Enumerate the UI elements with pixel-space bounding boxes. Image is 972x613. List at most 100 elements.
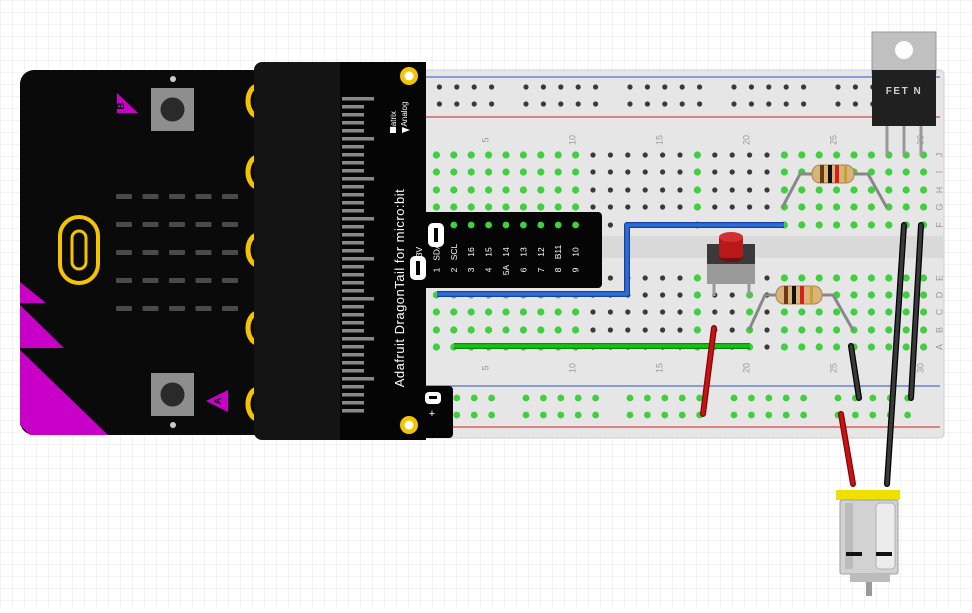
breadboard-hole [537, 308, 545, 316]
breadboard-hole [764, 169, 770, 175]
pushbutton-cap-top [719, 232, 743, 242]
rail-hole [679, 101, 685, 107]
breadboard-hole [502, 308, 510, 316]
header-pad [572, 221, 579, 229]
breadboard-hole [660, 152, 666, 158]
rail-hole [575, 84, 581, 90]
rail-hole [835, 84, 841, 90]
rail-hole [662, 84, 668, 90]
connector-finger [342, 233, 364, 237]
breadboard-hole [537, 203, 545, 211]
rail-hole [644, 394, 651, 402]
wires [437, 222, 924, 487]
button-b-cap[interactable] [160, 97, 185, 122]
breadboard-hole [660, 309, 666, 315]
resistor-bottom[interactable] [747, 285, 855, 331]
rail-hole [574, 411, 582, 419]
rail-hole [852, 411, 859, 419]
breadboard-hole [764, 309, 770, 315]
breadboard-hole [746, 308, 754, 316]
breadboard-hole [815, 221, 823, 229]
header-pin-label-row1: 16 [466, 247, 476, 257]
breadboard-hole [867, 343, 876, 351]
breadboard-hole [642, 309, 648, 315]
rail-hole [662, 101, 668, 107]
breadboard-hole [798, 274, 806, 282]
breadboard-hole [780, 186, 789, 194]
rail-hole [644, 411, 651, 419]
red-wire-2 [839, 412, 855, 486]
breadboard-hole [519, 151, 528, 159]
breadboard-hole [677, 187, 683, 193]
breadboard-hole [485, 308, 493, 316]
pushbutton-cap[interactable] [719, 236, 743, 258]
breadboard-hole [450, 308, 458, 316]
rail-hole [801, 84, 807, 90]
rail-hole [471, 101, 477, 107]
resistor-top[interactable] [780, 164, 889, 209]
led [116, 222, 132, 227]
breadboard-hole [833, 343, 841, 351]
breadboard-hole [885, 343, 893, 351]
header-pad [520, 221, 527, 229]
rail-hole [593, 84, 599, 90]
connector-finger [342, 145, 364, 149]
button-a-cap[interactable] [160, 382, 185, 407]
resistor-bottom-band-2 [792, 286, 796, 304]
rail-hole [904, 411, 911, 419]
breadboard-hole [764, 187, 770, 193]
breadboard-hole [815, 274, 823, 282]
dragontail-board: Adafruit DragonTail for micro:bit Matrix… [254, 62, 602, 440]
breadboard-hole [519, 326, 528, 334]
header-pin-label-row1: SCL [449, 243, 459, 260]
rail-hole [489, 84, 495, 90]
breadboard-hole [815, 343, 823, 351]
connector-finger [342, 249, 364, 253]
breadboard-hole [693, 308, 702, 316]
rail-hole [471, 84, 477, 90]
breadboard-hole [554, 203, 562, 211]
breadboard-hole [625, 327, 631, 333]
column-number: 25 [829, 135, 839, 145]
rail-hole [697, 84, 703, 90]
connector-finger [342, 169, 364, 173]
button-a[interactable] [151, 373, 194, 416]
rail-hole [766, 101, 772, 107]
breadboard-hole [920, 186, 928, 194]
header-pin-label-row2: 5A [501, 264, 511, 275]
rail-hole [644, 101, 651, 107]
breadboard-hole [467, 326, 475, 334]
connector-finger [342, 369, 364, 373]
pushbutton[interactable] [707, 232, 755, 296]
breadboard-hole [850, 308, 858, 316]
breadboard-hole [920, 203, 928, 211]
dragontail-header [410, 212, 602, 288]
rail-hole [522, 394, 530, 402]
led [116, 306, 132, 311]
resistor-top-lead-left [780, 172, 814, 209]
connector-finger [342, 193, 364, 197]
button-b[interactable] [151, 88, 194, 131]
breadboard-hole [554, 326, 562, 334]
breadboard-hole [747, 187, 753, 193]
breadboard-hole [607, 327, 614, 333]
breadboard-hole [815, 308, 823, 316]
pushbutton-base [707, 264, 755, 284]
breadboard-hole [625, 169, 631, 175]
breadboard-hole [850, 274, 858, 282]
breadboard-hole [693, 186, 702, 194]
dc-motor [836, 490, 900, 596]
connector-finger [342, 409, 364, 413]
breadboard-hole [467, 203, 475, 211]
breadboard-hole [450, 168, 458, 176]
breadboard-hole [660, 187, 666, 193]
led [169, 278, 185, 283]
button-a-label: A [213, 397, 224, 404]
breadboard-hole [450, 151, 458, 159]
breadboard-hole [833, 151, 841, 159]
resistor-bottom-band-4 [810, 286, 813, 304]
row-letter: A [934, 344, 944, 350]
connector-finger [342, 161, 364, 165]
row-letter: B [934, 327, 944, 333]
